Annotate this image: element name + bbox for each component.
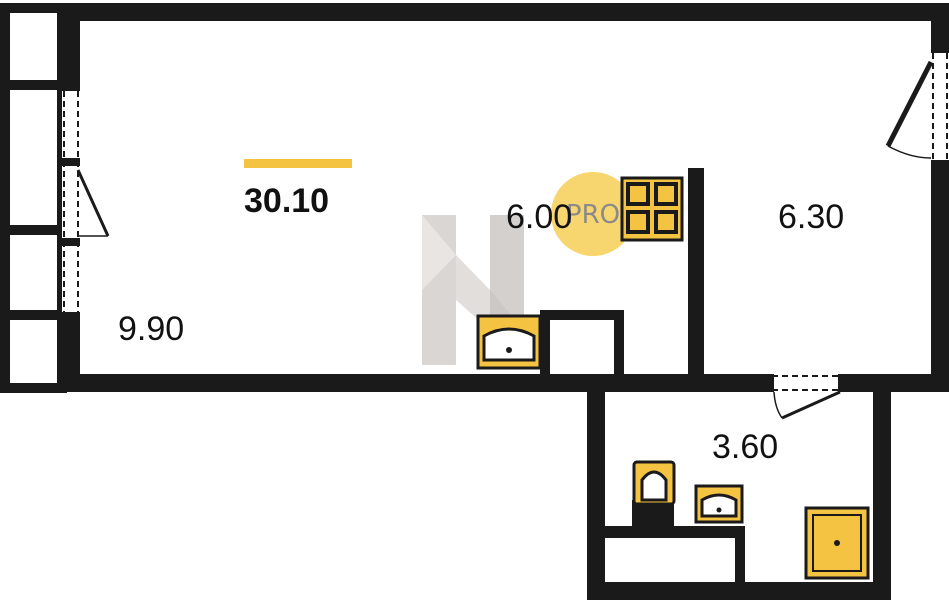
pro-badge: PRO bbox=[551, 172, 635, 256]
total-area-accent bbox=[244, 159, 352, 168]
bathroom-sink-icon bbox=[694, 484, 744, 524]
room-area-living: 9.90 bbox=[118, 310, 184, 348]
total-area: 30.10 bbox=[244, 182, 329, 220]
room-area-bathroom: 3.60 bbox=[712, 428, 778, 466]
stove-icon bbox=[620, 176, 684, 242]
kitchen-sink-icon bbox=[476, 314, 542, 370]
bathroom-door bbox=[766, 374, 846, 420]
entrance-door bbox=[885, 53, 949, 160]
walls bbox=[62, 3, 949, 600]
toilet-icon bbox=[632, 460, 676, 526]
room-area-hall: 6.30 bbox=[778, 198, 844, 236]
balcony bbox=[0, 3, 67, 393]
pro-badge-text: PRO bbox=[566, 200, 620, 230]
room-area-kitchen: 6.00 bbox=[506, 198, 572, 236]
balcony-door bbox=[62, 91, 110, 312]
shower-tray-icon bbox=[804, 506, 870, 580]
